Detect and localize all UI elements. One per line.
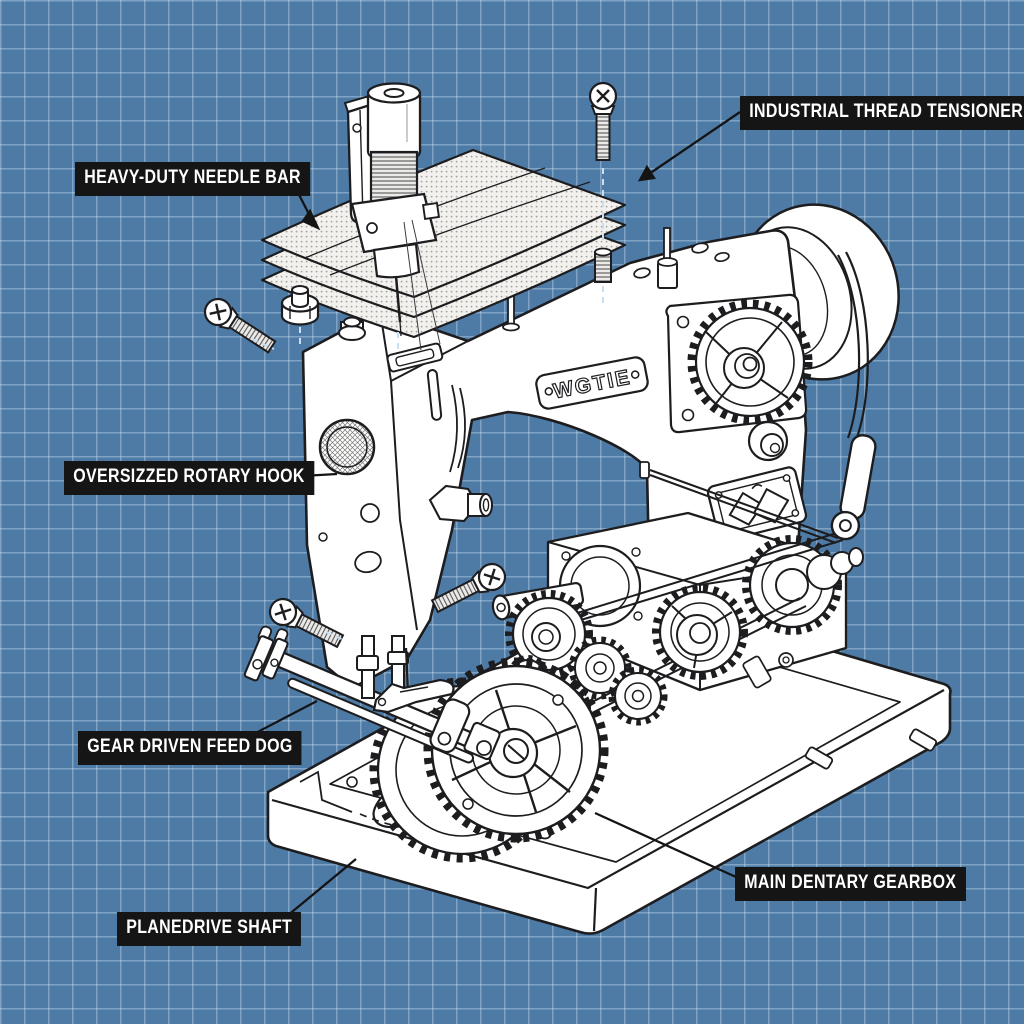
label-heavy-duty-needle-bar: HEAVY-DUTY NEEDLE BAR (75, 162, 311, 196)
gear-train (369, 584, 748, 863)
label-oversized-rotary-hook: OVERSIZZED ROTARY HOOK (64, 461, 314, 495)
upper-drive-gear (665, 293, 813, 434)
idler-gear (652, 584, 748, 680)
main-gear-wheel (369, 657, 609, 863)
side-knob (428, 484, 493, 523)
spool-pin-small (502, 295, 520, 332)
label-text: GEAR DRIVEN FEED DOG (87, 736, 293, 757)
feed-bar-link (429, 698, 471, 754)
presser-foot (372, 678, 455, 714)
label-text: PLANEDRIVE SHAFT (126, 917, 293, 938)
screw-left (198, 292, 280, 359)
bed-pulley (742, 535, 864, 635)
alignment-dashes (251, 168, 604, 641)
spool-pin (657, 227, 678, 289)
hex-nut (280, 285, 320, 326)
arrowhead-needle-bar (301, 208, 321, 231)
tension-dial-knob (747, 420, 789, 462)
label-industrial-thread-tensioner: INDUSTRIAL THREAD TENSIONER (740, 96, 1024, 130)
presser-foot-assembly (356, 635, 455, 714)
feed-bar-left-bracket (243, 625, 289, 682)
needle-plate (386, 342, 444, 373)
label-text: MAIN DENTARY GEARBOX (744, 872, 957, 893)
thread-tensioner-unit (639, 251, 877, 544)
screw-top-right (588, 81, 618, 162)
needle-bar-assembly (343, 82, 441, 351)
label-main-gearbox: MAIN DENTARY GEARBOX (735, 867, 966, 901)
thread-guide-knob (338, 316, 366, 341)
needle (394, 275, 402, 323)
vent-grille (318, 418, 376, 476)
label-text: INDUSTRIAL THREAD TENSIONER (749, 101, 1024, 122)
label-text: OVERSIZZED ROTARY HOOK (73, 466, 305, 487)
threaded-stud (594, 247, 612, 283)
label-gear-driven-feed-dog: GEAR DRIVEN FEED DOG (78, 731, 302, 765)
label-text: HEAVY-DUTY NEEDLE BAR (84, 167, 301, 188)
label-drive-shaft: PLANEDRIVE SHAFT (117, 912, 302, 946)
fasteners (198, 81, 618, 654)
arrowhead-tensioner (637, 164, 656, 182)
